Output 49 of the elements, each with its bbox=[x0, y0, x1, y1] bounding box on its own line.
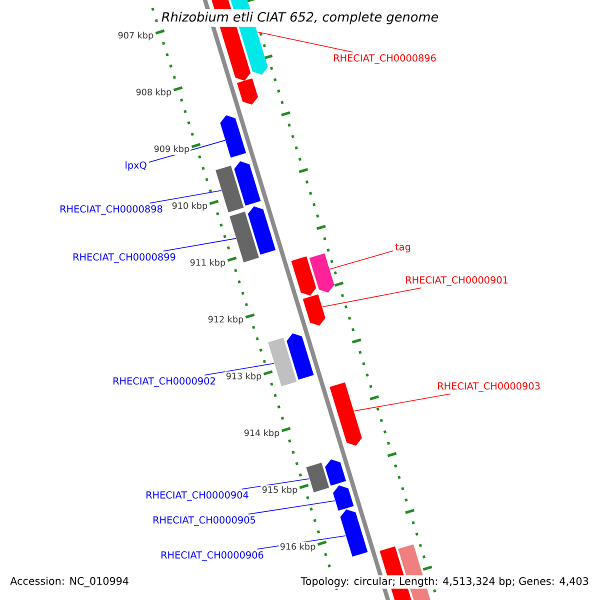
gene-bar bbox=[234, 161, 261, 206]
gene-bar bbox=[306, 462, 330, 492]
tick-label: 915 kbp bbox=[260, 485, 299, 496]
gene-bar bbox=[248, 206, 276, 255]
gene-bar bbox=[340, 509, 368, 557]
leader-line bbox=[149, 190, 222, 204]
leader-line bbox=[322, 287, 422, 308]
leader-line bbox=[329, 250, 394, 270]
tick-label: 908 kbp bbox=[134, 88, 173, 98]
gene-label: tag bbox=[395, 244, 410, 252]
tick-label: 916 kbp bbox=[278, 542, 317, 552]
tick-label: 913 kbp bbox=[224, 372, 263, 382]
gene-bar bbox=[286, 333, 314, 380]
gene-bar bbox=[330, 382, 362, 446]
gene-bar bbox=[236, 78, 258, 105]
gene-label: RHECIAT_CH0000901 bbox=[406, 276, 508, 286]
gene-bar bbox=[291, 256, 316, 296]
gene-label: RHECIAT_CH0000905 bbox=[153, 516, 256, 526]
gene-label: RHECIAT_CH0000899 bbox=[73, 253, 176, 263]
gene-bar bbox=[309, 253, 334, 293]
tick-label: 909 kbp bbox=[152, 144, 191, 155]
gene-bar bbox=[268, 338, 297, 386]
gene-bar bbox=[333, 485, 354, 511]
gene-bar bbox=[325, 459, 346, 486]
tick-label: 912 kbp bbox=[206, 314, 245, 326]
summary-text: Topology: circular; Length: 4,513,324 bp; Genes: 4,403 bbox=[299, 575, 591, 589]
leader-line bbox=[162, 238, 236, 252]
gene-label: lpxQ bbox=[126, 161, 146, 171]
gene-bar bbox=[230, 212, 259, 262]
title: Rhizobium etli CIAT 652, complete genome bbox=[158, 9, 442, 27]
gene-label: RHECIAT_CH0000904 bbox=[146, 491, 248, 501]
gene-bar bbox=[302, 294, 326, 326]
gene-label: RHECIAT_CH0000898 bbox=[60, 205, 162, 215]
tick-label: 911 kbp bbox=[188, 258, 227, 268]
tick-label: 914 kbp bbox=[242, 428, 281, 439]
leader-line bbox=[257, 32, 353, 53]
gene-label: RHECIAT_CH0000903 bbox=[438, 382, 540, 392]
gene-bar bbox=[220, 115, 246, 158]
tick-label: 910 kbp bbox=[170, 201, 209, 212]
tick-label: 907 kbp bbox=[116, 30, 155, 42]
gene-label: RHECIAT_CH0000896 bbox=[334, 54, 436, 64]
leader-line bbox=[248, 500, 336, 515]
gene-label: RHECIAT_CH0000902 bbox=[113, 377, 215, 387]
accession-text: Accession: NC_010994 bbox=[8, 575, 131, 589]
leader-line bbox=[241, 478, 310, 490]
gene-label: RHECIAT_CH0000906 bbox=[161, 551, 264, 561]
gene-bar bbox=[216, 166, 244, 212]
leader-line bbox=[354, 393, 451, 412]
leader-line bbox=[204, 363, 274, 376]
